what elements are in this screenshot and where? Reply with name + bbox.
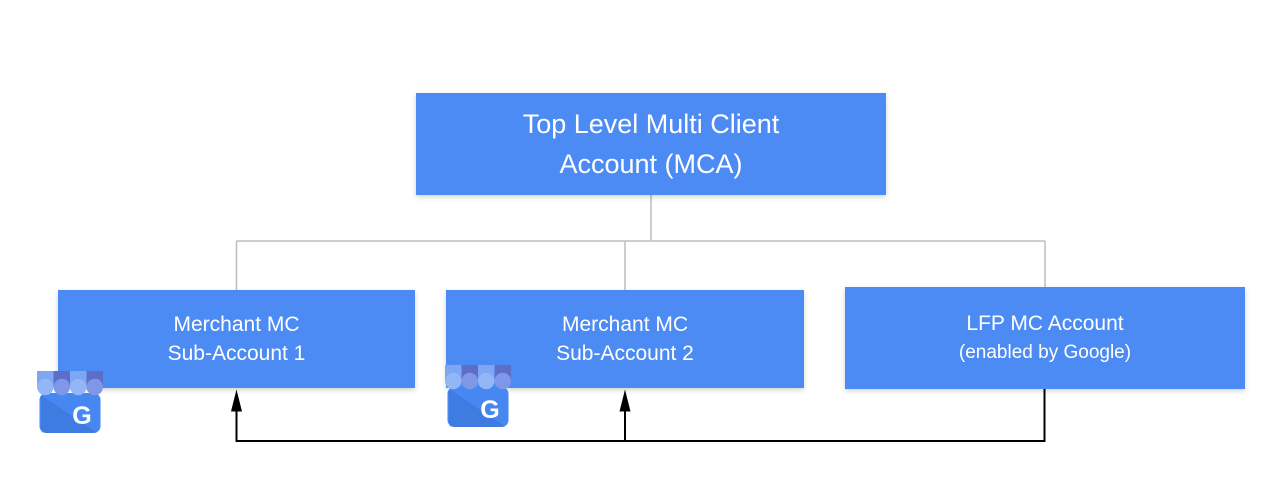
storefront-body xyxy=(447,387,509,427)
arrowhead-sub2 xyxy=(619,389,631,412)
node-label-line: Merchant MC xyxy=(173,313,300,336)
gmb-g-letter: G xyxy=(480,396,499,424)
tree-connectors xyxy=(235,195,1046,290)
google-my-business-icon: G xyxy=(37,371,103,433)
storefront-awning xyxy=(37,371,103,396)
arrowhead-sub1 xyxy=(231,389,242,412)
node-label-line: Sub-Account 2 xyxy=(556,342,694,365)
node-label-line: (enabled by Google) xyxy=(958,342,1132,363)
google-my-business-icon: G xyxy=(445,365,511,427)
storefront-body xyxy=(39,393,101,433)
storefront-awning xyxy=(445,365,511,390)
node-merchant-sub-account-1: Merchant MC Sub-Account 1 xyxy=(58,290,415,388)
storefront-fold-shade xyxy=(41,395,98,433)
node-lfp-mc-account: LFP MC Account (enabled by Google) xyxy=(845,287,1245,389)
node-label-line: Top Level Multi Client xyxy=(522,109,780,139)
gmb-g-letter: G xyxy=(72,402,91,430)
node-label-line: Sub-Account 1 xyxy=(167,342,306,365)
lfp-feedback-arrows xyxy=(231,389,1046,442)
storefront-fold-shade xyxy=(449,389,506,427)
node-top-level-mca: Top Level Multi Client Account (MCA) xyxy=(416,93,886,195)
node-label-line: LFP MC Account xyxy=(966,312,1124,335)
arrow-path-lfp-to-sub1 xyxy=(235,389,1046,442)
node-label-line: Merchant MC xyxy=(561,313,689,336)
node-label-line: Account (MCA) xyxy=(559,149,743,179)
